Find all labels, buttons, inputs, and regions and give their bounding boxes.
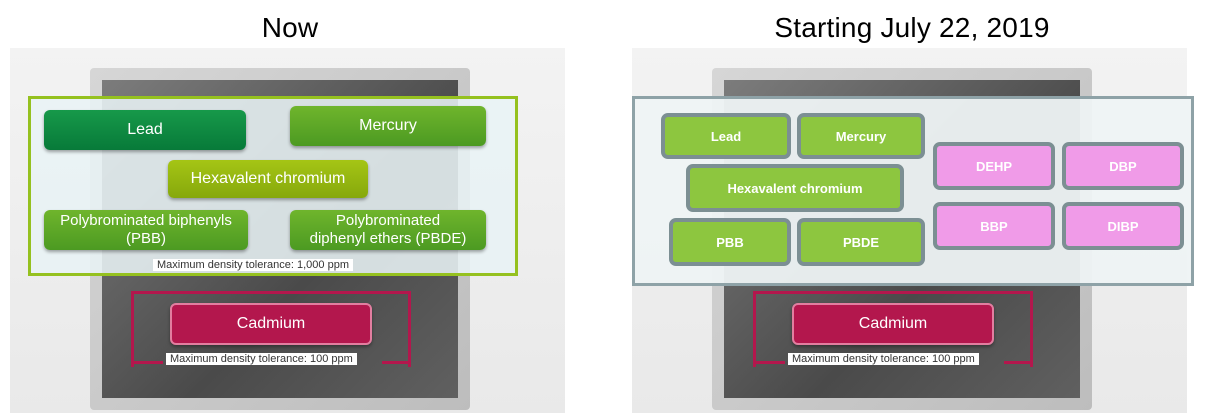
substance-mercury: Mercury bbox=[797, 113, 925, 159]
substance-pbde: PBDE bbox=[797, 218, 925, 266]
substance-dehp: DEHP bbox=[933, 142, 1055, 190]
substance-mercury: Mercury bbox=[290, 106, 486, 146]
substance-lead: Lead bbox=[44, 110, 246, 150]
substance-pbb: PBB bbox=[669, 218, 791, 266]
substance-dbp: DBP bbox=[1062, 142, 1184, 190]
heading-now: Now bbox=[261, 12, 319, 43]
substance-bbp: BBP bbox=[933, 202, 1055, 250]
panel-now: Now Lead Mercury Hexavalent chromium Pol… bbox=[10, 0, 570, 419]
substance-cadmium: Cadmium bbox=[170, 303, 372, 345]
substance-hexavalent-chromium: Hexavalent chromium bbox=[686, 164, 904, 212]
substance-pbde: Polybrominated diphenyl ethers (PBDE) bbox=[290, 210, 486, 250]
substance-lead: Lead bbox=[661, 113, 791, 159]
density-tolerance-100: Maximum density tolerance: 100 ppm bbox=[166, 353, 357, 365]
substance-hexavalent-chromium: Hexavalent chromium bbox=[168, 160, 368, 198]
cadmium-group-frame bbox=[131, 291, 411, 367]
heading-2019: Starting July 22, 2019 bbox=[774, 12, 1050, 43]
substance-pbb: Polybrominated biphenyls (PBB) bbox=[44, 210, 248, 250]
density-tolerance-100: Maximum density tolerance: 100 ppm bbox=[788, 353, 979, 365]
panel-2019: Starting July 22, 2019 Cadmium Maximum d… bbox=[632, 0, 1194, 419]
substance-cadmium: Cadmium bbox=[792, 303, 994, 345]
substance-dibp: DIBP bbox=[1062, 202, 1184, 250]
cadmium-group-frame bbox=[753, 291, 1033, 367]
density-tolerance-1000: Maximum density tolerance: 1,000 ppm bbox=[153, 259, 353, 271]
